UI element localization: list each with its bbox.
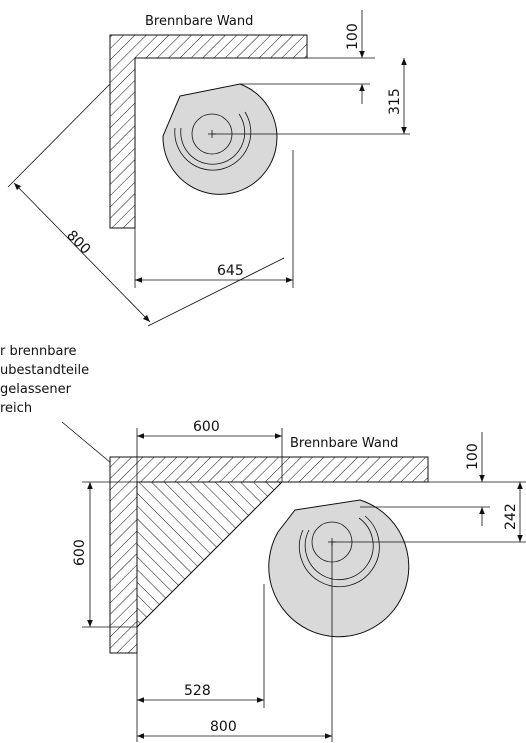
stove-body-2 bbox=[268, 499, 410, 638]
dim-top-600-2: 600 bbox=[136, 419, 283, 482]
dim-bottom-2: 528 800 bbox=[136, 584, 332, 742]
note-text: r brennbare ubestandteile gelassener rei… bbox=[0, 344, 161, 505]
stove-ring-mid-1 bbox=[180, 113, 246, 165]
note-line-4: reich bbox=[0, 401, 32, 416]
dim-315-label-1: 315 bbox=[387, 88, 403, 115]
dim-100-label-2: 100 bbox=[465, 443, 481, 470]
wall-label-2: Brennbare Wand bbox=[290, 436, 398, 451]
wall-label-1: Brennbare Wand bbox=[145, 14, 253, 29]
stove-2 bbox=[268, 499, 526, 742]
note-line-1: r brennbare bbox=[0, 344, 77, 359]
dim-600-left-label-2: 600 bbox=[72, 539, 88, 566]
diagram-1: Brennbare Wand 100 315 800 bbox=[7, 10, 410, 327]
dim-100-label-1: 100 bbox=[345, 23, 361, 50]
dim-645-label-1: 645 bbox=[217, 263, 244, 279]
clearance-zone-2 bbox=[136, 481, 284, 629]
dim-left-600-2: 600 bbox=[72, 481, 137, 628]
dim-horizontal-1: 645 bbox=[134, 150, 294, 288]
note-line-2: ubestandteile bbox=[0, 363, 89, 378]
dim-800-label-1: 800 bbox=[63, 228, 93, 258]
stove-body-1 bbox=[162, 83, 278, 195]
dim-vertical-right-2: 100 242 bbox=[360, 432, 526, 542]
stove-ring-outer-1 bbox=[174, 111, 252, 171]
dim-528-label-2: 528 bbox=[184, 683, 211, 699]
diagram-2: Brennbare Wand 600 600 bbox=[72, 419, 526, 742]
dim-242-label-2: 242 bbox=[503, 503, 519, 530]
dim-600-top-label-2: 600 bbox=[193, 419, 220, 435]
note-line-3: gelassener bbox=[0, 382, 72, 397]
stove-ring-outer-2 bbox=[298, 515, 380, 588]
stove-ring-mid-2 bbox=[304, 517, 374, 580]
dim-vertical-right-1: 100 315 bbox=[240, 10, 407, 134]
dim-800-label-2: 800 bbox=[210, 719, 237, 735]
stove-1 bbox=[162, 83, 410, 195]
